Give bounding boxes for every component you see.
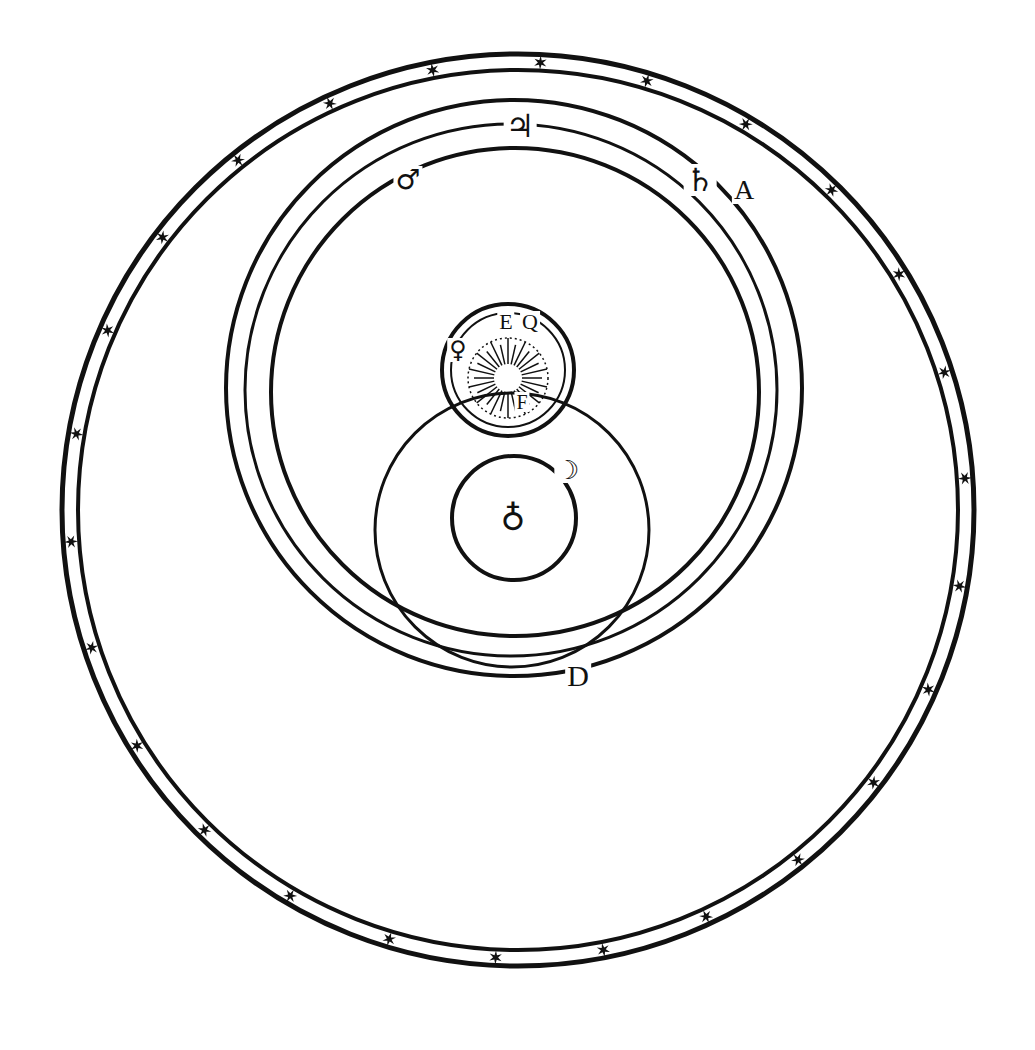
point-letter: D <box>565 661 591 691</box>
sun-ray <box>521 363 539 372</box>
star-mark <box>426 63 439 77</box>
star-mark <box>739 118 753 130</box>
star-mark <box>101 323 114 337</box>
star-mark <box>597 943 610 957</box>
sun-ray <box>514 342 525 365</box>
sun-orbit <box>375 393 649 667</box>
star-mark <box>64 535 78 548</box>
sun-ray <box>507 392 509 418</box>
star-mark <box>640 74 654 87</box>
sun-ray <box>500 392 504 411</box>
mars-orbit <box>271 148 759 636</box>
jupiter-orbit <box>245 124 777 656</box>
star-mark <box>534 56 546 70</box>
sun-body <box>468 338 548 418</box>
sun-ray <box>522 377 542 379</box>
planet-symbol: ♀ <box>447 338 469 362</box>
star-mark <box>323 97 337 110</box>
star-mark <box>922 683 935 697</box>
star-mark <box>283 890 297 902</box>
star-mark <box>953 580 967 593</box>
star-mark <box>231 154 245 167</box>
planet-symbol: ♂ <box>393 166 422 194</box>
earth-symbol: ♁ <box>499 501 528 535</box>
moon-symbol: ☽ <box>554 457 581 483</box>
point-letter: Q <box>520 311 540 333</box>
star-mark <box>489 950 501 964</box>
star-marks <box>64 56 972 965</box>
star-mark <box>156 231 169 245</box>
star-mark <box>938 365 951 379</box>
star-mark <box>85 641 98 655</box>
sun-ray <box>474 377 494 379</box>
star-mark <box>70 427 84 440</box>
sun-ray <box>522 369 547 375</box>
planet-symbol: ♃ <box>504 110 537 142</box>
star-mark <box>791 853 805 866</box>
sun-ray <box>507 338 509 364</box>
fixed-star-sphere <box>78 70 958 950</box>
star-mark <box>699 910 713 923</box>
sun-ray <box>517 351 529 367</box>
sun-ray <box>519 353 539 369</box>
point-letter: E <box>497 311 514 333</box>
saturn-orbit <box>226 100 802 676</box>
sun-ray <box>477 387 497 403</box>
point-letter: A <box>732 176 756 204</box>
sun-ray <box>487 351 499 367</box>
sun-ray <box>477 384 495 393</box>
star-mark <box>825 183 839 197</box>
sun-ray <box>511 345 515 364</box>
sun-ray <box>469 381 494 387</box>
fixed-star-sphere <box>62 54 974 966</box>
sun-rays <box>469 338 547 418</box>
star-mark <box>198 823 212 837</box>
sun-ray <box>477 363 495 372</box>
sun-ray <box>500 345 504 364</box>
star-mark <box>958 472 972 485</box>
star-mark <box>131 739 143 753</box>
sun-ray <box>487 389 499 405</box>
venus-orbit <box>442 304 574 436</box>
star-mark <box>382 932 396 945</box>
sun-ray <box>491 391 502 414</box>
star-mark <box>867 776 880 790</box>
planet-symbol: ♄ <box>684 164 717 196</box>
point-letter: F <box>514 392 529 412</box>
star-mark <box>893 267 905 281</box>
